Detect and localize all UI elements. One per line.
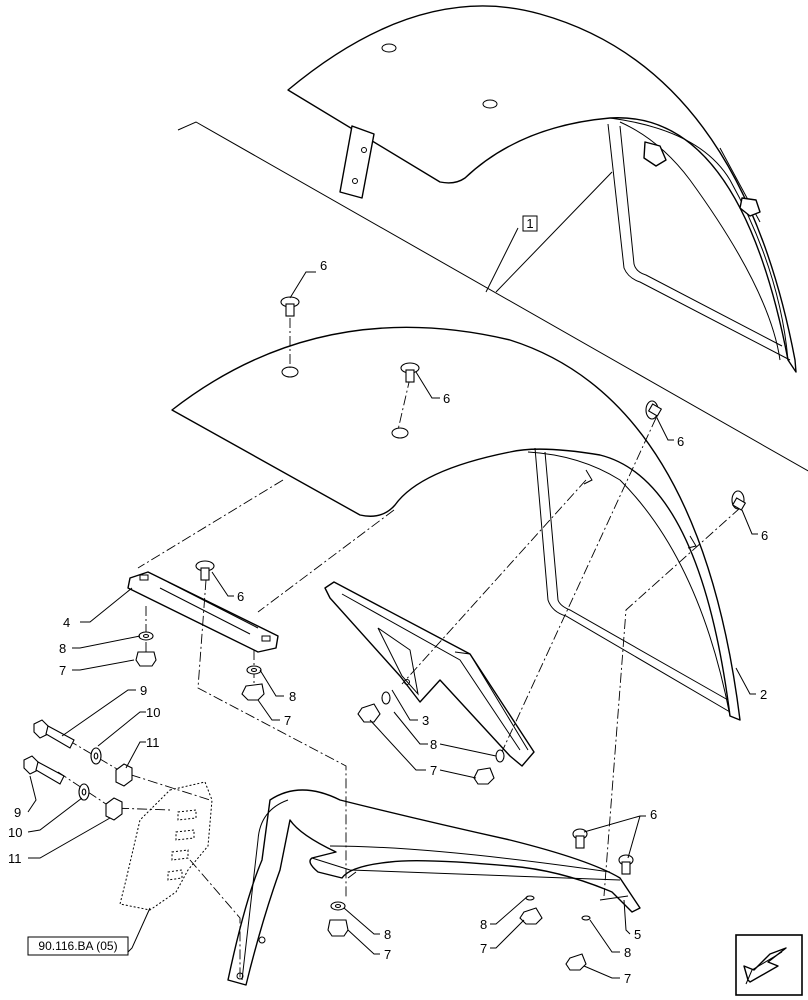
hex-bolts-9 bbox=[23, 719, 75, 785]
fender-assembly-top bbox=[177, 5, 808, 472]
callout-8: 8 bbox=[624, 945, 631, 960]
callout-6: 6 bbox=[677, 434, 684, 449]
bolt-6-c bbox=[645, 400, 663, 420]
callout-10: 10 bbox=[8, 825, 22, 840]
callout-7: 7 bbox=[624, 971, 631, 986]
washers-10 bbox=[78, 747, 102, 801]
callout-1-label: 1 bbox=[526, 216, 533, 231]
callout-9: 9 bbox=[14, 805, 21, 820]
mudflap-support-part-3 bbox=[324, 581, 535, 767]
callout-10: 10 bbox=[146, 705, 160, 720]
callout-6: 6 bbox=[761, 528, 768, 543]
callout-9: 9 bbox=[140, 683, 147, 698]
callout-7: 7 bbox=[384, 947, 391, 962]
callout-7: 7 bbox=[430, 763, 437, 778]
reference-label: 90.116.BA (05) bbox=[27, 936, 129, 956]
bolt-6-b bbox=[400, 362, 420, 383]
callout-1: 1 bbox=[522, 215, 538, 232]
callout-8: 8 bbox=[289, 689, 296, 704]
callout-11: 11 bbox=[8, 851, 22, 866]
washers-8 bbox=[138, 631, 591, 921]
bolts-6 bbox=[195, 296, 747, 875]
callout-8: 8 bbox=[430, 737, 437, 752]
bracket-part-4 bbox=[127, 571, 279, 653]
callout-6: 6 bbox=[650, 807, 657, 822]
callout-11: 11 bbox=[146, 735, 160, 750]
leader-lines bbox=[27, 271, 758, 979]
bolt-6-a bbox=[280, 296, 300, 317]
callout-6: 6 bbox=[443, 391, 450, 406]
arrow-back-icon[interactable] bbox=[735, 934, 803, 996]
bolt-6-f bbox=[572, 828, 588, 849]
callout-7: 7 bbox=[59, 663, 66, 678]
callout-2: 2 bbox=[760, 687, 767, 702]
callout-6: 6 bbox=[237, 589, 244, 604]
callout-7: 7 bbox=[284, 713, 291, 728]
callout-7: 7 bbox=[480, 941, 487, 956]
reference-bracket-outline bbox=[119, 781, 213, 911]
callout-labels: 6 6 6 6 6 6 4 8 7 8 7 2 3 8 7 9 10 11 9 … bbox=[8, 258, 768, 986]
bolt-6-g bbox=[618, 854, 634, 875]
bolt-6-e bbox=[195, 560, 215, 581]
fender-stay-part-5 bbox=[227, 789, 641, 986]
nuts-7 bbox=[135, 651, 587, 971]
callout-5: 5 bbox=[634, 927, 641, 942]
callout-8: 8 bbox=[384, 927, 391, 942]
reference-label-text: 90.116.BA (05) bbox=[38, 939, 117, 953]
fender-part-2 bbox=[171, 326, 741, 721]
callout-4: 4 bbox=[63, 615, 70, 630]
bolt-6-d bbox=[731, 490, 747, 511]
callout-8: 8 bbox=[59, 641, 66, 656]
nuts-11 bbox=[105, 763, 133, 821]
callout-3: 3 bbox=[422, 713, 429, 728]
callout-6: 6 bbox=[320, 258, 327, 273]
callout-8: 8 bbox=[480, 917, 487, 932]
